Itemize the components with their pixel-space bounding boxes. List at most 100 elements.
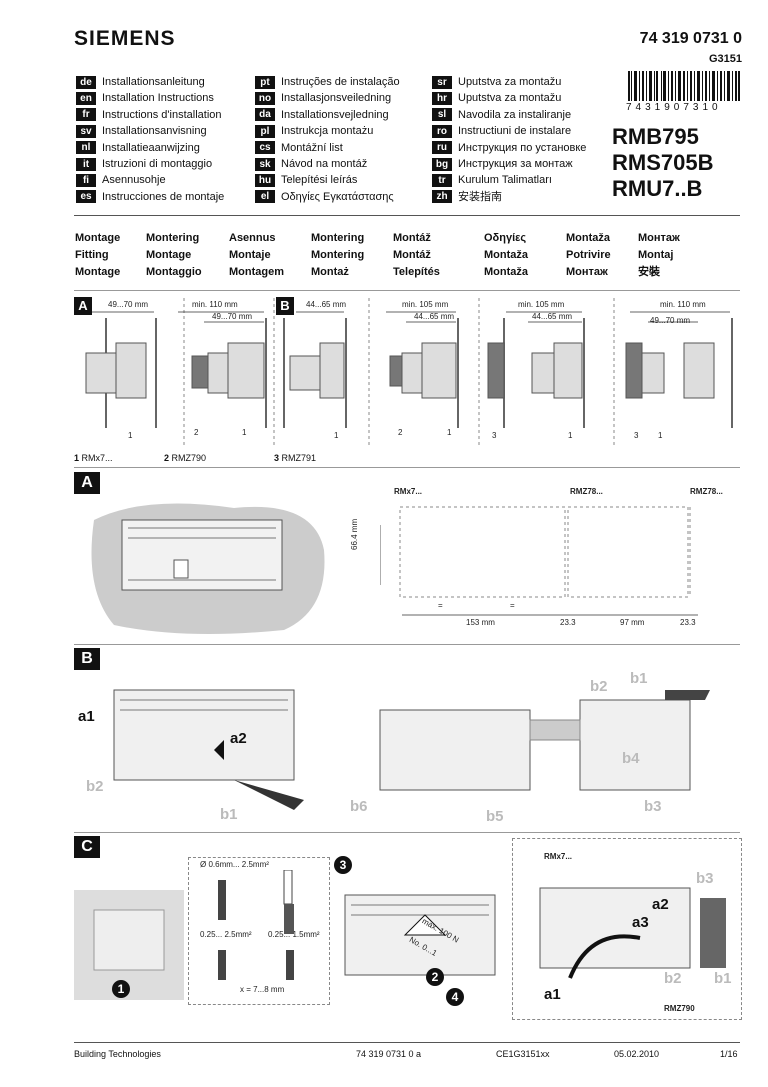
legend-2: 2 RMZ790 <box>164 453 207 463</box>
device-drawing-c <box>344 894 496 976</box>
eq-mark: = <box>510 601 515 610</box>
section-label-a-top: A <box>74 297 92 315</box>
step-b2-c: b2 <box>664 970 682 987</box>
mounting-figures <box>85 298 733 448</box>
step-a1: a1 <box>78 708 95 725</box>
section-label-a: A <box>74 472 100 494</box>
dim-text: 44...65 mm <box>306 300 347 309</box>
dim-text: min. 110 mm <box>192 300 238 309</box>
callout: 3 <box>492 431 497 440</box>
dim-text: 49...70 mm <box>650 316 691 325</box>
divider <box>74 215 740 216</box>
section-label-c: C <box>74 836 100 858</box>
step-a2-c: a2 <box>652 896 669 913</box>
divider <box>74 644 740 645</box>
dim-text: 44...65 mm <box>532 312 573 321</box>
terminal-photo <box>74 890 184 1000</box>
divider <box>74 832 740 833</box>
dim-text: min. 105 mm <box>518 300 565 309</box>
step-b3: b3 <box>644 798 662 815</box>
device-drawing-c-right <box>539 887 726 979</box>
dim-text: 49...70 mm <box>108 300 149 309</box>
step-b3-c: b3 <box>696 870 714 887</box>
callout: 1 <box>568 431 573 440</box>
model-name: RMB795 <box>612 124 699 149</box>
section-label-b: B <box>74 648 100 670</box>
step-4-icon: 4 <box>446 988 464 1006</box>
legend-3: 3 RMZ791 <box>274 453 317 463</box>
callout: 2 <box>194 428 199 437</box>
width-label: 97 mm <box>620 618 645 627</box>
step-b1: b1 <box>220 806 238 823</box>
dim-text: 49...70 mm <box>212 312 253 321</box>
legend-1: 1 RMx7... <box>74 453 113 463</box>
model-name: RMU7..B <box>612 176 703 201</box>
callout: 3 <box>634 431 639 440</box>
footer-ce: CE1G3151xx <box>496 1049 550 1059</box>
callout: 1 <box>128 431 133 440</box>
dim-text: 44...65 mm <box>414 312 455 321</box>
barcode-digits: 7431907310 <box>626 102 722 113</box>
wire-drawings <box>218 870 294 980</box>
wire-spec: x = 7...8 mm <box>240 985 285 994</box>
module-label: RMZ78... <box>690 487 723 496</box>
width-label: 153 mm <box>466 618 495 627</box>
module-label: RMZ78... <box>570 487 603 496</box>
step-b5: b5 <box>486 808 504 825</box>
step-1-icon: 1 <box>112 980 130 998</box>
step-b2: b2 <box>86 778 104 795</box>
callout: 1 <box>658 431 663 440</box>
step-a2: a2 <box>230 730 247 747</box>
wire-spec: Ø 0.6mm... 2.5mm² <box>200 860 269 869</box>
doc-code: G3151 <box>708 53 742 65</box>
callout: 1 <box>334 431 339 440</box>
section-label-b-top: B <box>276 297 294 315</box>
step-b1-c: b1 <box>714 970 732 987</box>
height-label: 66.4 mm <box>350 518 359 550</box>
step-2-icon: 2 <box>426 968 444 986</box>
model-list: RMB795 RMS705B RMU7..B <box>612 124 713 202</box>
rmx-title: RMx7... <box>544 852 573 861</box>
wire-spec: 0.25... 1.5mm² <box>268 930 320 939</box>
width-label: 23.3 <box>680 618 696 627</box>
divider <box>74 467 740 468</box>
step-b6: b6 <box>350 798 368 815</box>
step-b1-right: b1 <box>630 670 648 687</box>
callout: 1 <box>242 428 247 437</box>
dimension-drawing-a <box>380 506 698 616</box>
divider <box>74 290 740 291</box>
step-b4: b4 <box>622 750 640 767</box>
eq-mark: = <box>438 601 443 610</box>
step-a3-c: a3 <box>632 914 649 931</box>
footer-date: 05.02.2010 <box>614 1049 660 1059</box>
divider <box>74 1042 740 1043</box>
doc-number: 74 319 0731 0 <box>639 30 742 47</box>
wire-spec-box <box>188 857 330 1005</box>
dim-text: min. 105 mm <box>402 300 449 309</box>
rmz-box <box>512 838 742 1020</box>
module-label: RMx7... <box>394 487 423 496</box>
callout: 2 <box>398 428 403 437</box>
